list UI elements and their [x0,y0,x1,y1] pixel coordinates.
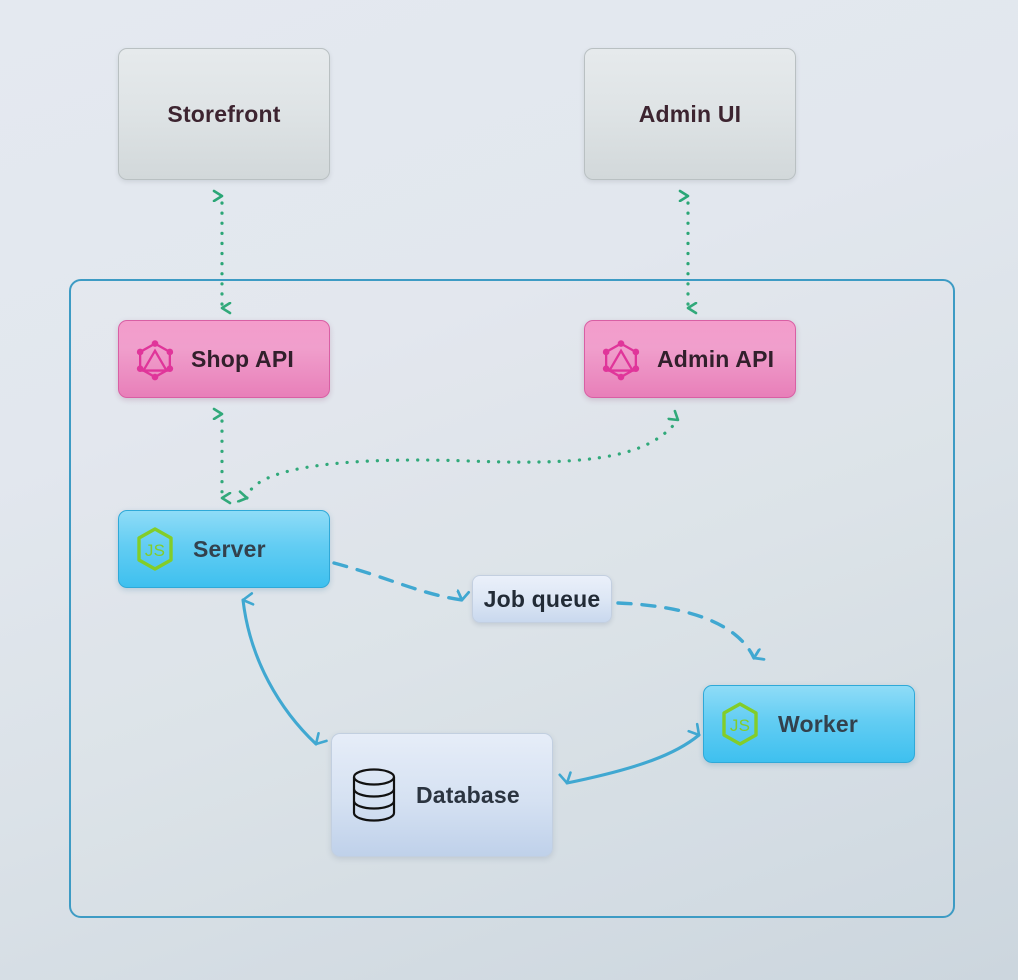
node-admin-api-label: Admin API [657,345,775,372]
node-shop-api-label: Shop API [191,345,294,372]
node-database[interactable]: Database [331,733,553,857]
svg-text:JS: JS [730,716,750,735]
server-container-box [69,279,955,918]
node-server-label: Server [193,535,266,562]
graphql-icon [602,340,640,381]
node-storefront-label: Storefront [167,100,281,127]
nodejs-icon: JS [722,702,758,746]
node-job-queue[interactable]: Job queue [472,575,612,623]
node-worker-label: Worker [778,710,859,737]
node-database-label: Database [416,781,520,808]
node-server[interactable]: JS Server [118,510,330,588]
nodejs-icon: JS [137,527,173,571]
graphql-icon [136,340,174,381]
node-storefront[interactable]: Storefront [118,48,330,180]
node-shop-api[interactable]: Shop API [118,320,330,398]
node-worker[interactable]: JS Worker [703,685,915,763]
node-admin-ui-label: Admin UI [638,100,742,127]
node-admin-ui[interactable]: Admin UI [584,48,796,180]
node-job-queue-label: Job queue [483,585,601,612]
svg-text:JS: JS [145,541,165,560]
node-admin-api[interactable]: Admin API [584,320,796,398]
database-cylinder-icon [352,768,396,822]
